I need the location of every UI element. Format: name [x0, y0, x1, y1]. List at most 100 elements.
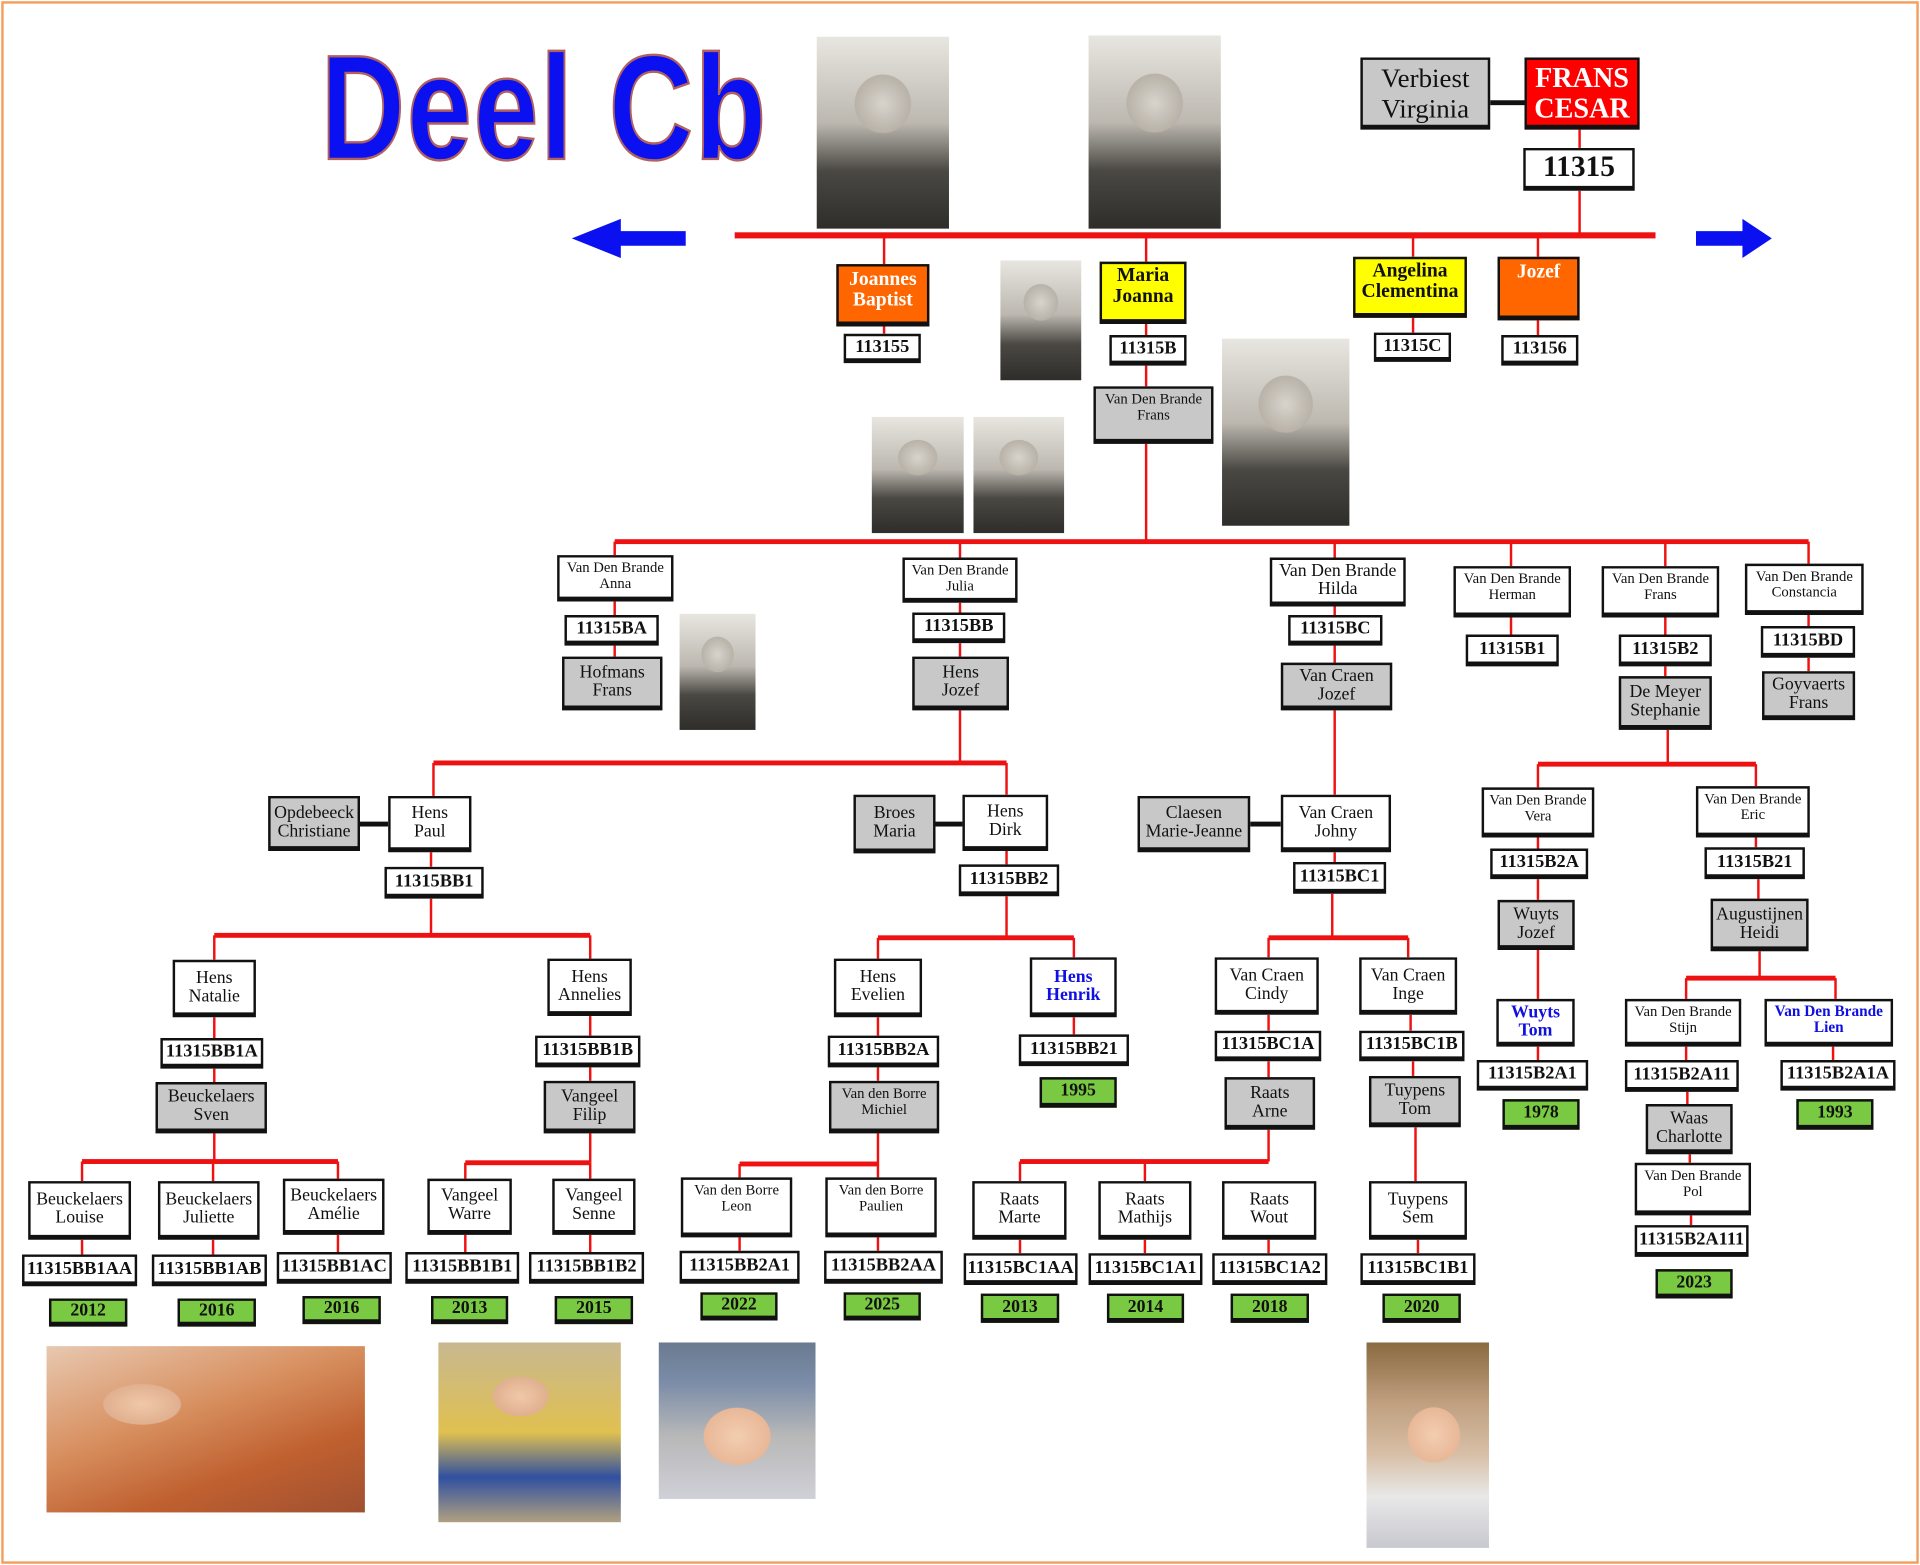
person-box-hens-paul: Hens Paul	[388, 795, 472, 853]
tree-connector-line	[211, 1161, 215, 1182]
person-box-claesen: Claesen Marie-Jeanne	[1137, 795, 1251, 853]
tree-connector-line	[882, 234, 886, 265]
tree-connector-line	[1144, 365, 1148, 387]
tree-connector-line	[1416, 1239, 1420, 1254]
portrait-photo	[679, 613, 756, 730]
tree-connector-line	[1267, 1014, 1270, 1031]
arrow-right-icon[interactable]	[1695, 218, 1812, 258]
portrait-photo	[871, 416, 964, 534]
tree-connector-line	[958, 710, 962, 763]
genealogy-code-11315bb1aa: 11315BB1AA	[22, 1254, 138, 1287]
person-box-leon: Van den Borre Leon	[680, 1177, 793, 1238]
person-box-michiel: Van den Borre Michiel	[828, 1080, 940, 1134]
tree-connector-line	[1509, 541, 1513, 567]
tree-connector-line	[1758, 951, 1761, 979]
tree-connector-line	[432, 762, 435, 796]
person-box-amelie: Beuckelaers Amélie	[282, 1178, 385, 1235]
genealogy-code-11315b2a11: 11315B2A11	[1624, 1060, 1739, 1092]
person-box-maria: Maria Joanna	[1099, 261, 1187, 325]
person-box-vdb-frans: Van Den Brande Frans	[1601, 566, 1720, 618]
tree-connector-line	[1537, 761, 1756, 767]
person-box-demeyer: De Meyer Stephanie	[1618, 676, 1712, 730]
birth-year-badge: 2013	[980, 1293, 1060, 1323]
tree-connector-line	[1333, 541, 1336, 558]
tree-connector-line	[465, 1160, 591, 1166]
tree-connector-line	[429, 852, 433, 867]
tree-connector-line	[1666, 729, 1669, 765]
tree-connector-line	[1757, 879, 1760, 899]
tree-connector-line	[1754, 837, 1758, 848]
tree-connector-line	[1143, 1161, 1147, 1182]
genealogy-code-11315bb2a1: 11315BB2A1	[679, 1250, 800, 1284]
tree-connector-line	[213, 1133, 216, 1162]
person-box-inge: Van Craen Inge	[1359, 957, 1458, 1015]
person-box-hens-dirk: Hens Dirk	[962, 794, 1049, 851]
tree-connector-line	[1267, 1061, 1270, 1078]
person-box-tuypens-tom: Tuypens Tom	[1368, 1075, 1461, 1128]
genealogy-code-11315ba: 11315BA	[564, 614, 659, 646]
birth-year-badge: 2013	[431, 1296, 509, 1325]
genealogy-code-11315c: 11315C	[1373, 332, 1452, 362]
arrow-left-icon[interactable]	[571, 218, 688, 258]
tree-connector-line	[876, 1163, 880, 1178]
portrait-photo	[1000, 260, 1082, 381]
tree-connector-line	[1664, 541, 1667, 567]
tree-connector-line	[588, 935, 592, 959]
tree-connector-line	[1686, 975, 1836, 981]
person-box-marte: Raats Marte	[972, 1181, 1067, 1240]
tree-connector-line	[1005, 762, 1008, 795]
tree-connector-line	[336, 1234, 340, 1253]
person-box-jozef: Jozef	[1497, 256, 1580, 321]
tree-connector-line	[958, 602, 962, 613]
person-box-verbiest: Verbiest Virginia	[1360, 57, 1491, 130]
person-box-sven: Beuckelaers Sven	[155, 1082, 267, 1134]
tree-connector-line	[1411, 1061, 1415, 1076]
genealogy-code-11315bc1b1: 11315BC1B1	[1360, 1253, 1476, 1286]
person-box-lien: Van Den Brande Lien	[1764, 998, 1894, 1047]
tree-connector-line	[1807, 657, 1810, 672]
genealogy-code-11315bb1a: 11315BB1A	[160, 1038, 264, 1069]
tree-connector-line	[1578, 190, 1581, 235]
tree-connector-line	[213, 935, 216, 960]
birth-year-badge: 2015	[554, 1296, 634, 1325]
tree-connector-line	[1267, 1129, 1270, 1162]
portrait-photo	[816, 36, 949, 229]
genealogy-code-11315bb2: 11315BB2	[958, 864, 1060, 897]
tree-connector-line	[1536, 950, 1540, 999]
birth-year-badge: 2022	[700, 1292, 778, 1321]
genealogy-code-11315bb1b: 11315BB1B	[535, 1035, 641, 1068]
tree-connector-line	[1688, 1154, 1692, 1163]
tree-connector-line	[1536, 234, 1540, 257]
tree-connector-line	[588, 1162, 592, 1179]
tree-connector-line	[213, 1017, 216, 1039]
tree-connector-line	[876, 1017, 880, 1036]
tree-connector-line	[1333, 852, 1336, 862]
person-box-broes: Broes Maria	[853, 794, 936, 854]
tree-connector-line	[1807, 614, 1810, 627]
person-box-augustijnen: Augustijnen Heidi	[1710, 898, 1809, 952]
tree-connector-line	[588, 1234, 592, 1253]
tree-connector-line	[958, 643, 962, 657]
person-box-vc-jozef: Van Craen Jozef	[1280, 662, 1393, 711]
person-box-senne: Vangeel Senne	[552, 1178, 636, 1235]
genealogy-code-11315bb2a: 11315BB2A	[827, 1035, 940, 1068]
spouse-connector	[1250, 821, 1281, 827]
genealogy-code-11315bb1b2: 11315BB1B2	[528, 1252, 645, 1284]
tree-connector-line	[1267, 937, 1270, 958]
person-box-wout: Raats Wout	[1222, 1181, 1317, 1240]
birth-year-badge: 1995	[1039, 1077, 1117, 1108]
tree-connector-line	[82, 1159, 338, 1164]
genealogy-code-11315b1: 11315B1	[1465, 634, 1559, 667]
genealogy-code-11315bc1a2: 11315BC1A2	[1212, 1253, 1328, 1286]
birth-year-badge: 2012	[48, 1298, 128, 1327]
genealogy-code-11315bb21: 11315BB21	[1018, 1034, 1129, 1067]
genealogy-code-11315b2: 11315B2	[1618, 634, 1712, 667]
person-box-vera: Van Den Brande Vera	[1481, 787, 1595, 838]
tree-connector-line	[1143, 1239, 1147, 1254]
genealogy-code-11315bb1: 11315BB1	[384, 866, 484, 899]
genealogy-code-11315: 11315	[1523, 147, 1635, 191]
person-box-angelina: Angelina Clementina	[1353, 256, 1467, 318]
portrait-photo	[658, 1342, 816, 1499]
genealogy-code-11315b2a1: 11315B2A1	[1476, 1060, 1589, 1091]
